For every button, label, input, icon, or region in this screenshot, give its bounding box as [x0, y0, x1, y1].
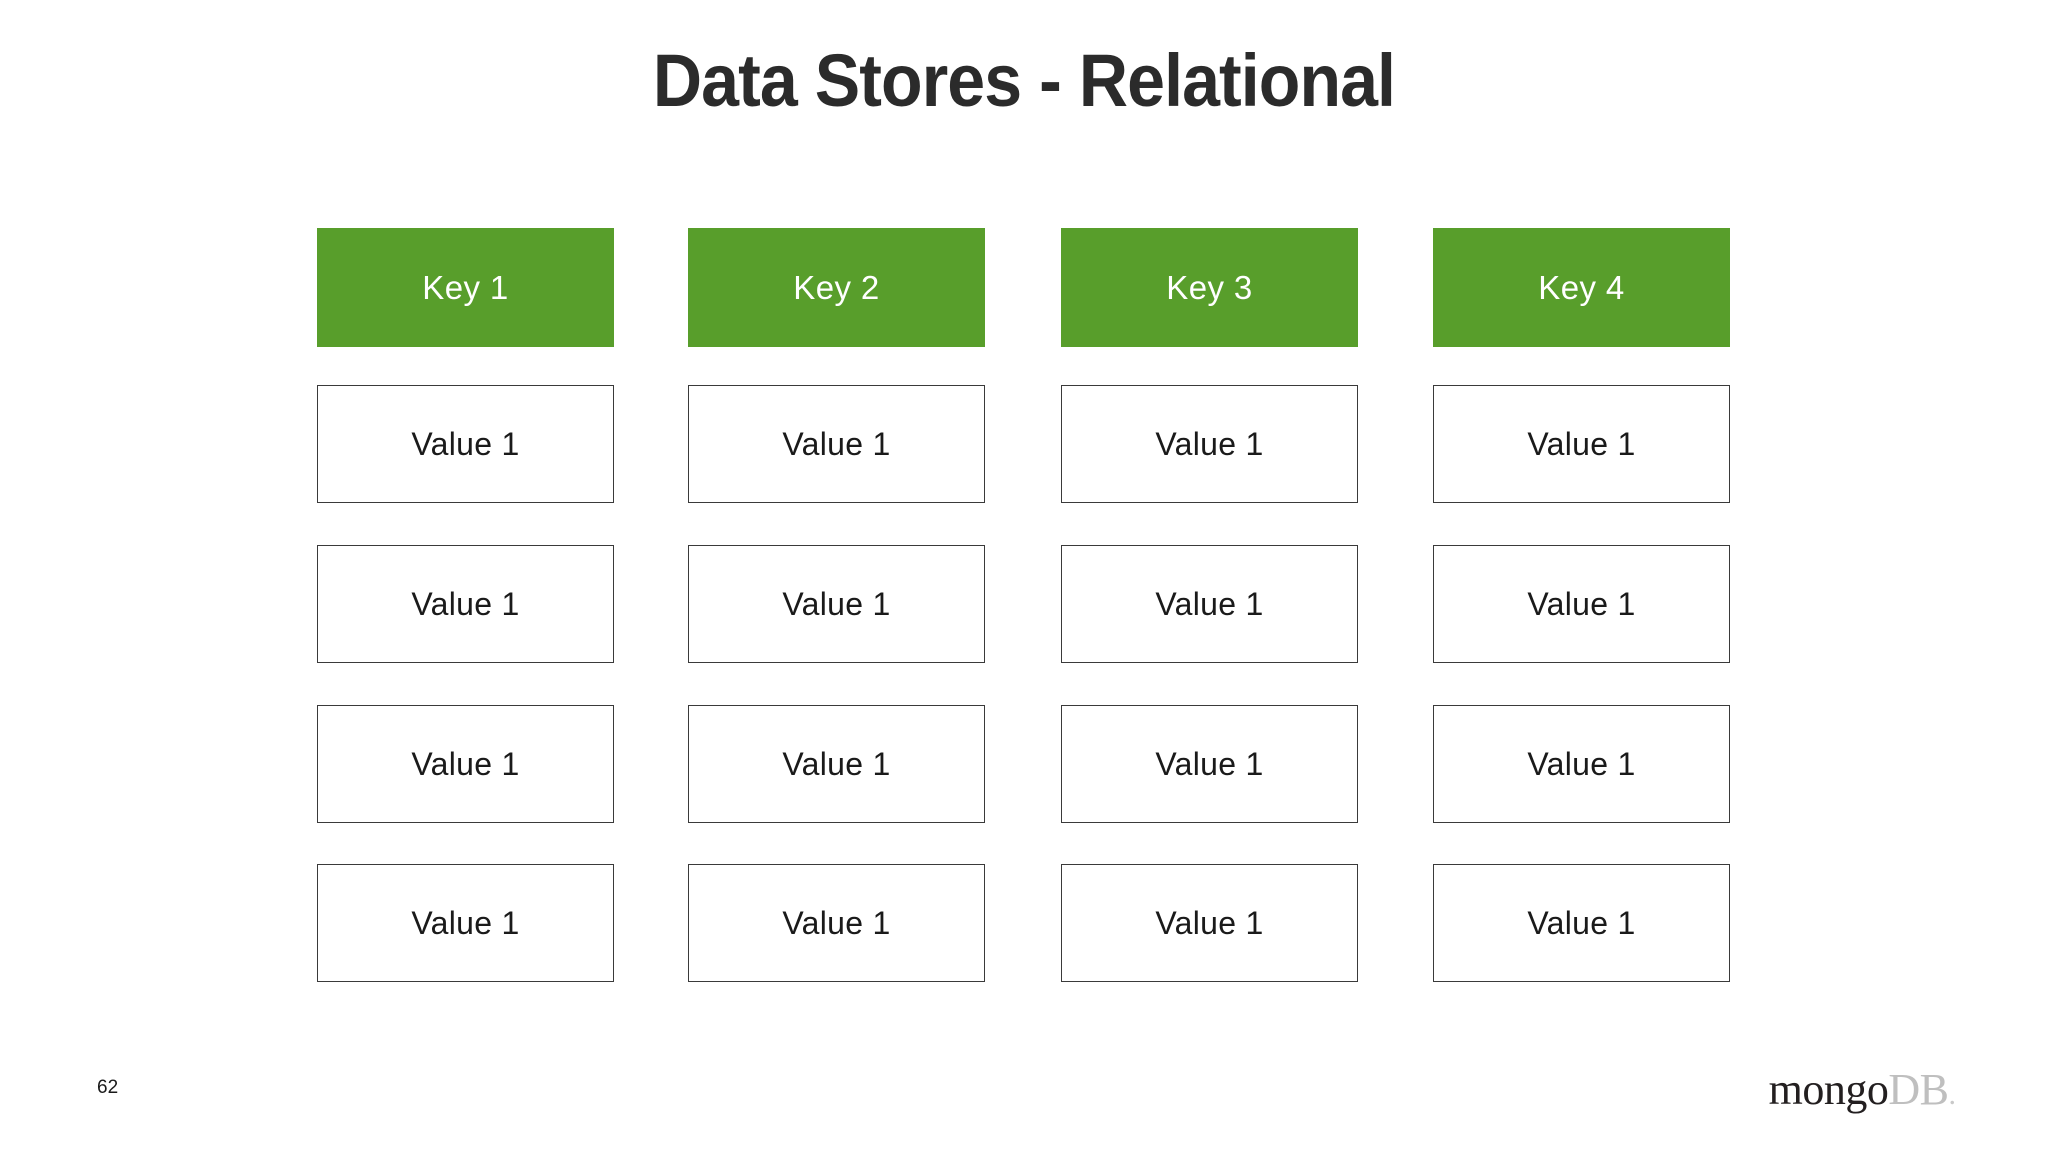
key-header-label: Key 2: [793, 269, 880, 306]
value-cell[interactable]: Value 1: [688, 545, 985, 663]
value-cell[interactable]: Value 1: [1061, 545, 1358, 663]
slide-page-number: 62: [97, 1077, 119, 1098]
value-cell-label: Value 1: [411, 905, 520, 941]
value-cell-label: Value 1: [1527, 746, 1636, 782]
mongodb-logo-secondary: DB: [1888, 1065, 1949, 1114]
key-column-4: Key 4 Value 1 Value 1 Value 1 Value 1: [1433, 228, 1730, 984]
value-cell[interactable]: Value 1: [317, 705, 614, 823]
mongodb-logo: mongoDB.: [1769, 1068, 1956, 1112]
key-header-2[interactable]: Key 2: [688, 228, 985, 347]
key-column-1: Key 1 Value 1 Value 1 Value 1 Value 1: [317, 228, 614, 984]
key-header-3[interactable]: Key 3: [1061, 228, 1358, 347]
value-cell[interactable]: Value 1: [1061, 705, 1358, 823]
key-header-4[interactable]: Key 4: [1433, 228, 1730, 347]
mongodb-logo-dot: .: [1948, 1078, 1957, 1111]
key-header-label: Key 1: [422, 269, 509, 306]
value-cell[interactable]: Value 1: [1061, 385, 1358, 503]
value-cell[interactable]: Value 1: [688, 385, 985, 503]
value-cell-label: Value 1: [1527, 426, 1636, 462]
key-header-label: Key 3: [1166, 269, 1253, 306]
value-cell[interactable]: Value 1: [688, 864, 985, 982]
value-cell-label: Value 1: [1527, 586, 1636, 622]
value-cell[interactable]: Value 1: [317, 385, 614, 503]
value-cell-label: Value 1: [782, 586, 891, 622]
page-title: Data Stores - Relational: [652, 39, 1396, 122]
key-header-label: Key 4: [1538, 269, 1625, 306]
value-cell-label: Value 1: [1155, 426, 1264, 462]
mongodb-logo-primary: mongo: [1768, 1065, 1889, 1114]
value-cell-label: Value 1: [411, 586, 520, 622]
value-cell-label: Value 1: [411, 426, 520, 462]
value-cell[interactable]: Value 1: [688, 705, 985, 823]
value-cell-label: Value 1: [411, 746, 520, 782]
value-cell[interactable]: Value 1: [1433, 385, 1730, 503]
value-cell-label: Value 1: [1527, 905, 1636, 941]
value-cell[interactable]: Value 1: [317, 545, 614, 663]
value-cell-label: Value 1: [782, 905, 891, 941]
relational-data-store-diagram: Key 1 Value 1 Value 1 Value 1 Value 1 Ke…: [317, 228, 1731, 984]
value-cell-label: Value 1: [1155, 746, 1264, 782]
value-cell-label: Value 1: [1155, 586, 1264, 622]
value-cell[interactable]: Value 1: [1433, 705, 1730, 823]
value-cell[interactable]: Value 1: [1433, 864, 1730, 982]
value-cell-label: Value 1: [782, 426, 891, 462]
key-column-3: Key 3 Value 1 Value 1 Value 1 Value 1: [1061, 228, 1358, 984]
value-cell-label: Value 1: [1155, 905, 1264, 941]
key-header-1[interactable]: Key 1: [317, 228, 614, 347]
value-cell[interactable]: Value 1: [1061, 864, 1358, 982]
value-cell-label: Value 1: [782, 746, 891, 782]
value-cell[interactable]: Value 1: [317, 864, 614, 982]
value-cell[interactable]: Value 1: [1433, 545, 1730, 663]
key-column-2: Key 2 Value 1 Value 1 Value 1 Value 1: [688, 228, 985, 984]
